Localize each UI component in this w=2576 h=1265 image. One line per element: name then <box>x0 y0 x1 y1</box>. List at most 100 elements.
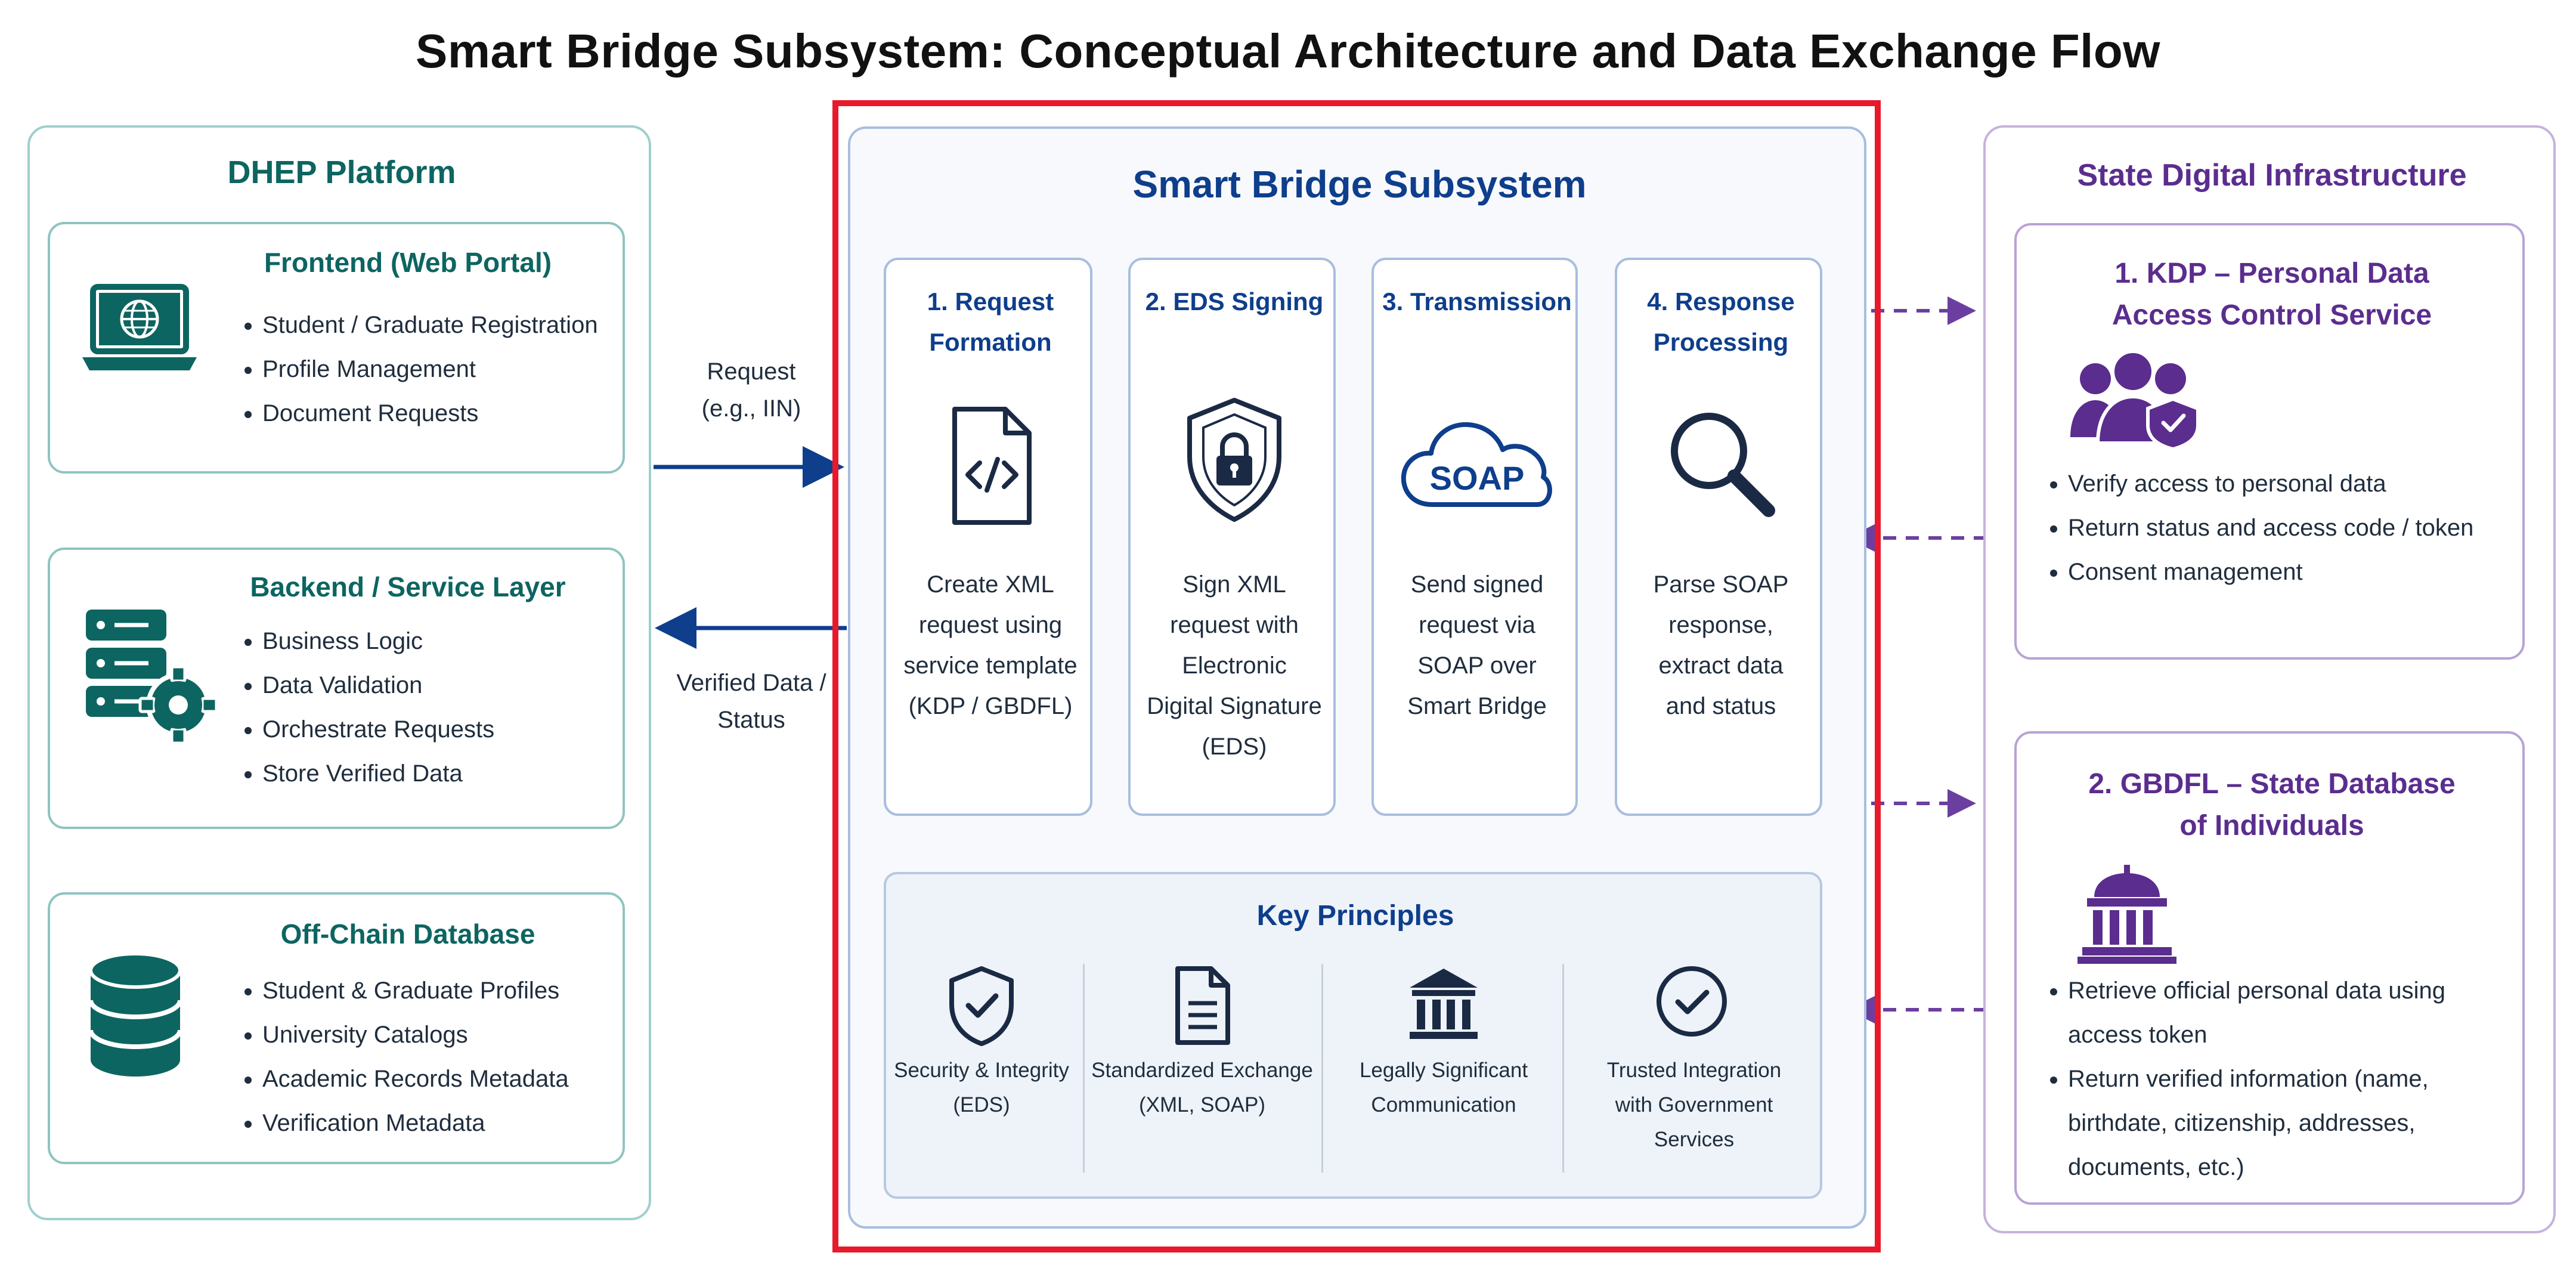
principle-label-line: Standardized Exchange <box>1091 1059 1313 1082</box>
list-item: Document Requests <box>262 391 623 435</box>
step-desc-line: SOAP over <box>1417 652 1537 679</box>
dhep-title: DHEP Platform <box>227 154 456 190</box>
response-label: Verified Data / Status <box>662 664 841 738</box>
list-item: Return verified information (name, birth… <box>2068 1057 2512 1189</box>
divider <box>1321 964 1323 1173</box>
request-label-line: Request <box>707 358 796 385</box>
gbdfl-card: 2. GBDFL – State Database of Individuals… <box>2014 731 2525 1205</box>
state-title: State Digital Infrastructure <box>2077 158 2467 193</box>
list-item: Return status and access code / token <box>2068 506 2512 550</box>
step-desc-line: request using <box>918 612 1063 638</box>
list-item: Student & Graduate Profiles <box>262 969 623 1013</box>
laptop-globe-icon <box>80 281 199 385</box>
step-title-line: Processing <box>1653 328 1789 356</box>
step-desc-line: (KDP / GBDFL) <box>908 693 1073 719</box>
step-title-line: 4. Response <box>1647 287 1795 316</box>
response-label-line: Status <box>717 707 785 733</box>
list-item: Student / Graduate Registration <box>262 303 623 347</box>
gbdfl-title-line: of Individuals <box>2179 810 2364 842</box>
xml-file-icon <box>943 403 1038 528</box>
step-desc-line: Electronic <box>1182 652 1287 679</box>
divider <box>1562 964 1564 1173</box>
step-desc-line: service template <box>903 652 1078 679</box>
government-building-icon <box>1405 964 1482 1041</box>
principle-label-line: (EDS) <box>953 1093 1010 1116</box>
principle-label-line: with Government <box>1615 1093 1773 1116</box>
step-desc-line: Smart Bridge <box>1407 693 1547 719</box>
request-label: Request (e.g., IIN) <box>662 353 841 427</box>
principle-label-line: (XML, SOAP) <box>1139 1093 1265 1116</box>
principle-label-line: Trusted Integration <box>1606 1059 1782 1082</box>
check-circle-icon <box>1653 963 1730 1040</box>
gbdfl-title-line: 2. GBDFL – State Database <box>2088 768 2456 800</box>
step-title: 1. Request Formation <box>886 282 1095 363</box>
step-desc-line: Sign XML <box>1182 571 1286 598</box>
step-desc-line: Create XML <box>927 571 1054 598</box>
database-title: Off-Chain Database <box>280 918 535 949</box>
highlight-frame <box>832 100 1881 1252</box>
step-transmission: 3. Transmission SOAP Send signed request… <box>1371 258 1578 816</box>
kdp-card: 1. KDP – Personal Data Access Control Se… <box>2014 223 2525 660</box>
principle-label: Legally Significant Communication <box>1327 1053 1560 1122</box>
list-item: Academic Records Metadata <box>262 1057 623 1101</box>
key-principles-title: Key Principles <box>1256 900 1454 932</box>
step-title-line: 1. Request <box>927 287 1054 316</box>
shield-check-icon <box>946 964 1017 1047</box>
list-item: Data Validation <box>262 663 623 707</box>
response-label-line: Verified Data / <box>676 670 826 696</box>
list-item: Orchestrate Requests <box>262 707 623 751</box>
database-icon <box>85 949 186 1081</box>
step-title-line: 3. Transmission <box>1382 287 1572 316</box>
principle-label-line: Legally Significant <box>1359 1059 1528 1082</box>
principle-label-line: Communication <box>1371 1093 1516 1116</box>
smart-bridge-title: Smart Bridge Subsystem <box>1132 163 1587 206</box>
kdp-title-line: 1. KDP – Personal Data <box>2114 258 2429 289</box>
list-item: University Catalogs <box>262 1013 623 1057</box>
step-response-processing: 4. Response Processing Parse SOAP respon… <box>1615 258 1822 816</box>
step-title-line: Formation <box>929 328 1052 356</box>
frontend-card: Frontend (Web Portal) Student / Graduate… <box>48 222 625 474</box>
step-desc-line: (EDS) <box>1202 734 1267 760</box>
step-eds-signing: 2. EDS Signing Sign XML request with Ele… <box>1128 258 1336 816</box>
principle-label: Standardized Exchange (XML, SOAP) <box>1089 1053 1315 1122</box>
shield-lock-icon <box>1181 394 1288 525</box>
step-title-line: 2. EDS Signing <box>1145 287 1324 316</box>
step-title: 4. Response Processing <box>1617 282 1825 363</box>
document-icon <box>1169 964 1235 1047</box>
step-desc-line: and status <box>1665 693 1776 719</box>
frontend-title: Frontend (Web Portal) <box>264 247 552 278</box>
backend-title: Backend / Service Layer <box>250 571 566 602</box>
list-item: Profile Management <box>262 347 623 391</box>
step-desc-line: Parse SOAP <box>1653 571 1789 598</box>
step-description: Create XML request using service templat… <box>886 564 1095 726</box>
kdp-list: Verify access to personal data Return st… <box>2035 462 2512 594</box>
step-request-formation: 1. Request Formation Create XML request … <box>884 258 1092 816</box>
step-desc-line: Digital Signature <box>1147 693 1322 719</box>
step-description: Sign XML request with Electronic Digital… <box>1131 564 1338 767</box>
diagram-title: Smart Bridge Subsystem: Conceptual Archi… <box>415 24 2160 78</box>
soap-cloud-icon: SOAP <box>1397 415 1558 516</box>
list-item: Retrieve official personal data using ac… <box>2068 969 2512 1057</box>
database-card: Off-Chain Database Student & Graduate Pr… <box>48 892 625 1164</box>
divider <box>1083 964 1085 1173</box>
frontend-list: Student / Graduate Registration Profile … <box>229 303 623 435</box>
government-building-icon <box>2076 864 2178 965</box>
step-desc-line: extract data <box>1658 652 1784 679</box>
principle-label: Security & Integrity (EDS) <box>886 1053 1077 1122</box>
principle-label-line: Security & Integrity <box>894 1059 1069 1082</box>
step-description: Parse SOAP response, extract data and st… <box>1617 564 1825 726</box>
list-item: Consent management <box>2068 550 2512 594</box>
gbdfl-title: 2. GBDFL – State Database of Individuals <box>2017 763 2527 847</box>
kdp-title-line: Access Control Service <box>2111 299 2432 331</box>
list-item: Business Logic <box>262 619 623 663</box>
principle-label: Trusted Integration with Government Serv… <box>1572 1053 1816 1157</box>
step-desc-line: response, <box>1668 612 1773 638</box>
list-item: Verify access to personal data <box>2068 462 2512 506</box>
gbdfl-list: Retrieve official personal data using ac… <box>2035 969 2512 1189</box>
step-desc-line: Send signed <box>1410 571 1544 598</box>
soap-icon-text: SOAP <box>1430 459 1525 497</box>
step-title: 2. EDS Signing <box>1131 282 1338 322</box>
backend-list: Business Logic Data Validation Orchestra… <box>229 619 623 796</box>
kdp-title: 1. KDP – Personal Data Access Control Se… <box>2017 253 2527 336</box>
server-gear-icon <box>80 604 218 747</box>
